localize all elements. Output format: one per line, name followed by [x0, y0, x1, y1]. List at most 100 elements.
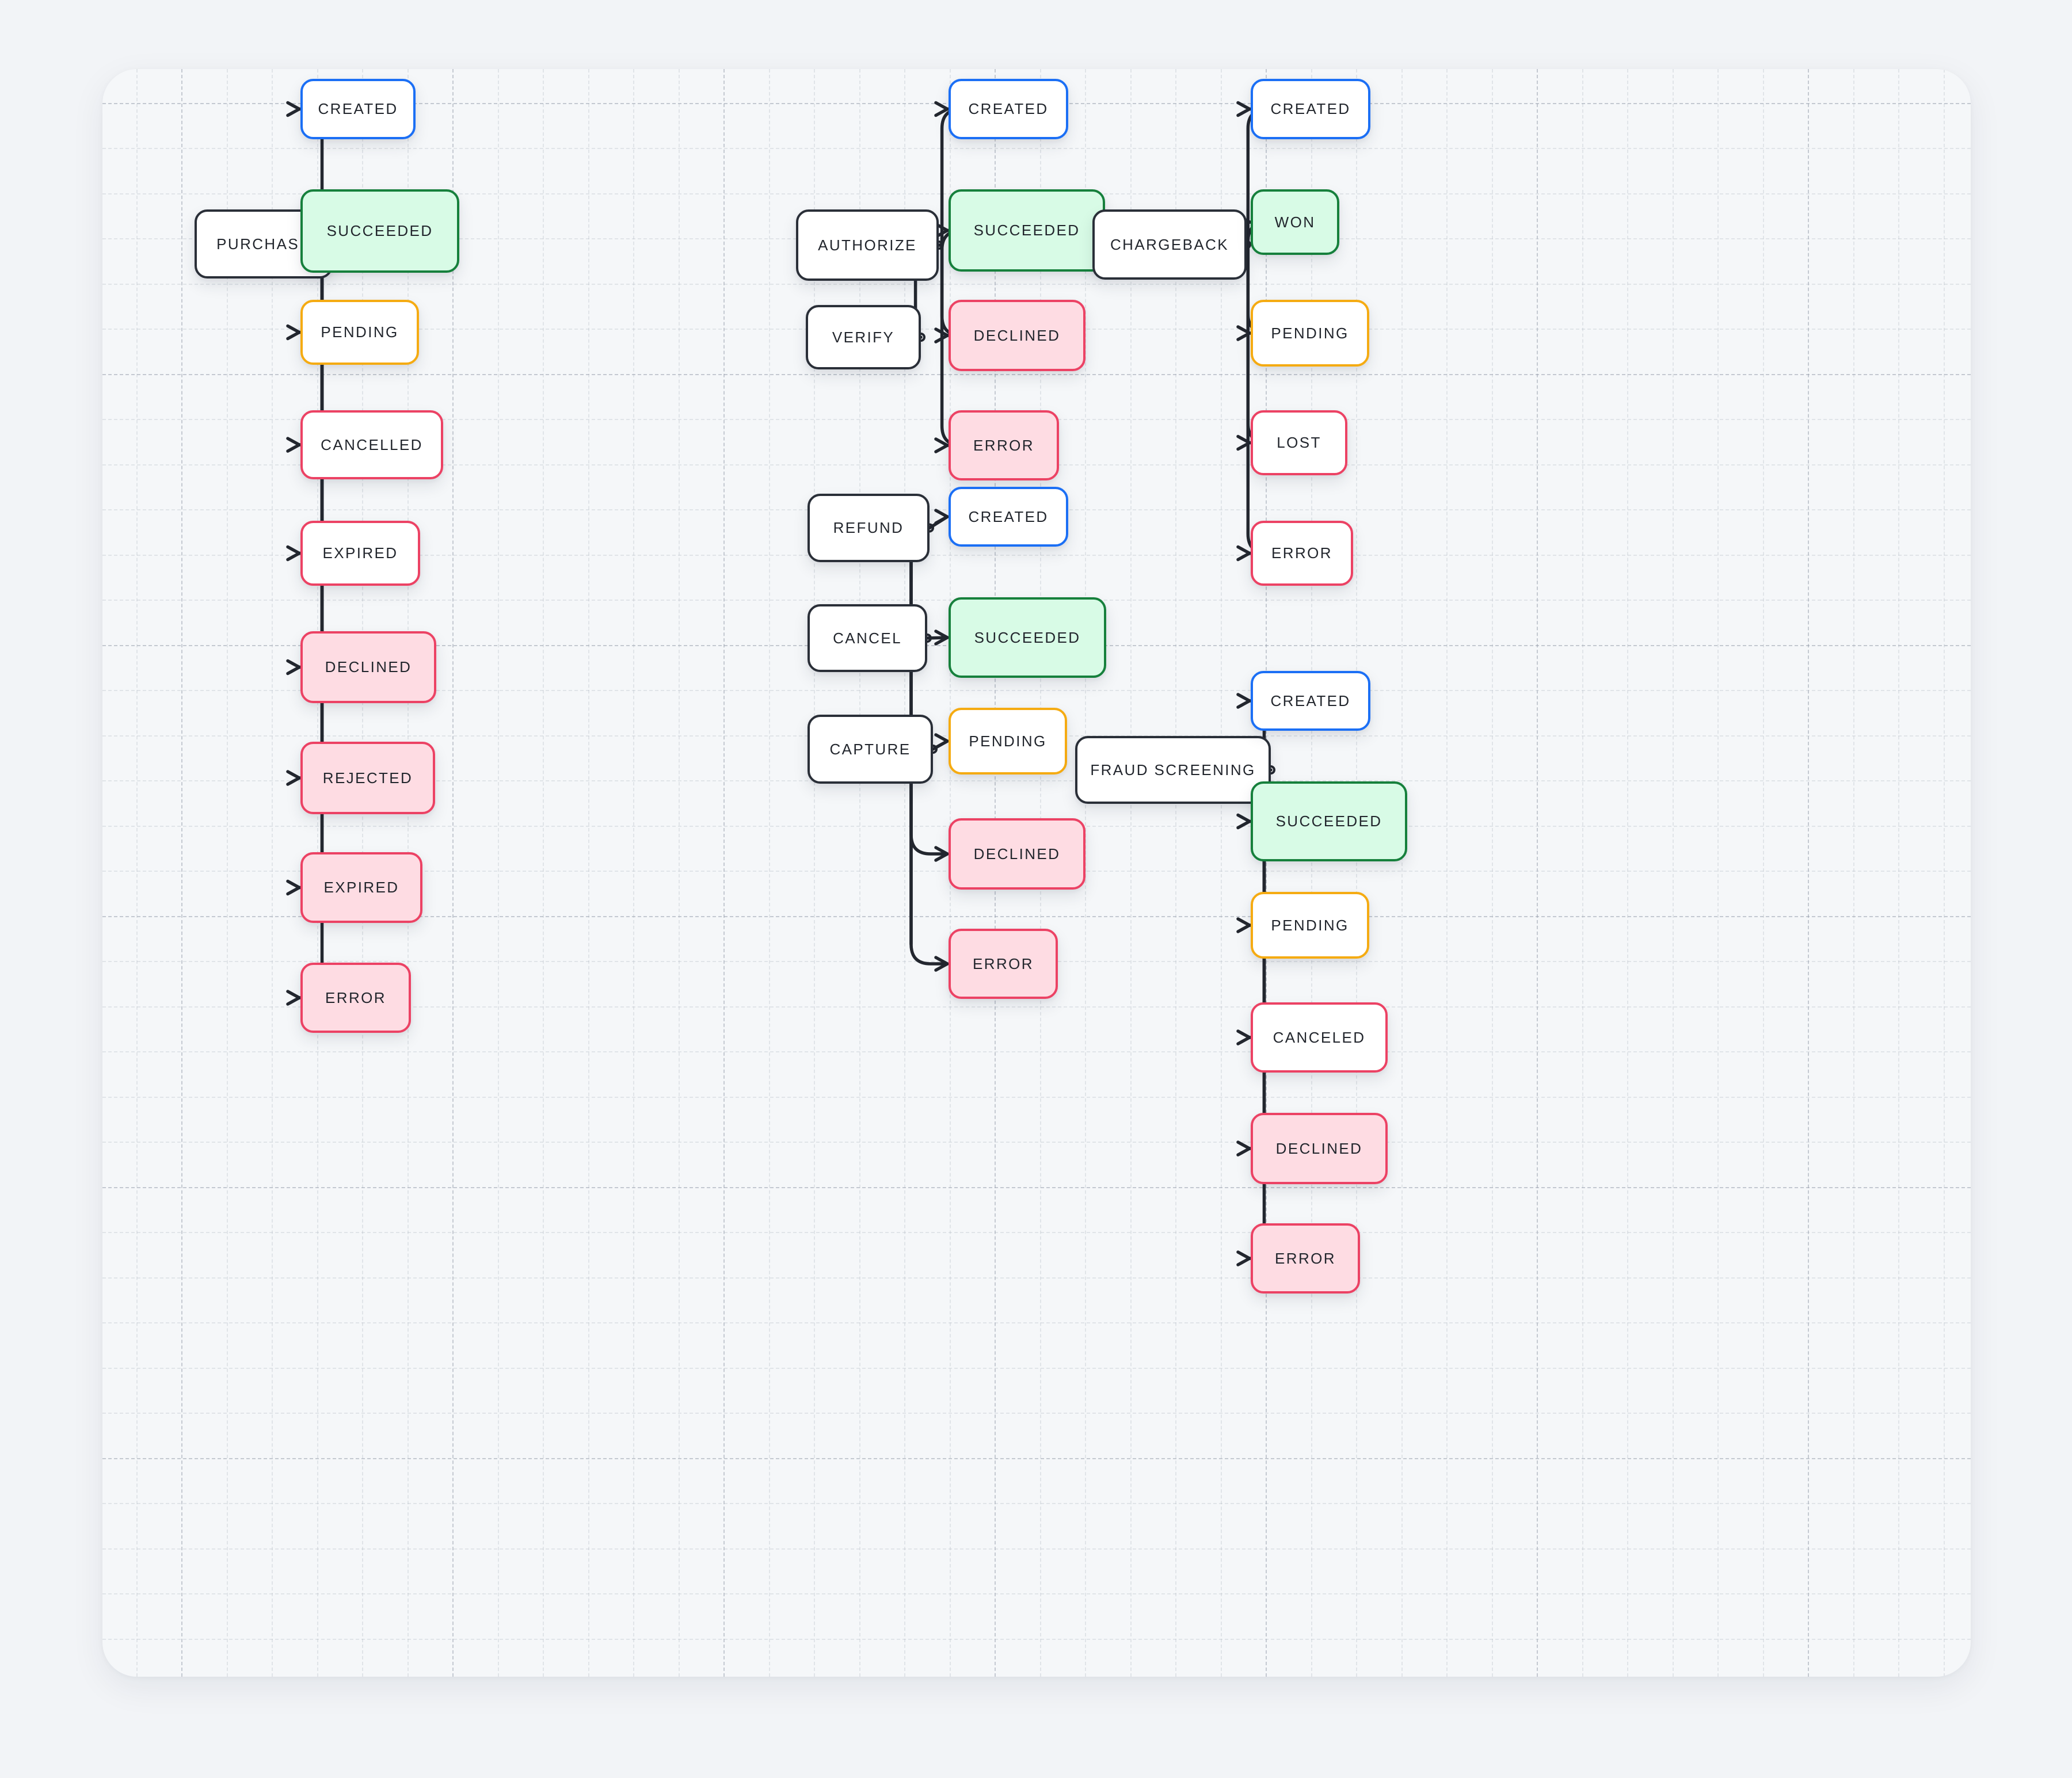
status-node-purchase-rejected-6[interactable]: REJECTED — [300, 742, 435, 814]
status-node-fraud-error-5[interactable]: ERROR — [1251, 1223, 1360, 1294]
grid-line-vertical — [452, 69, 454, 1677]
grid-line-horizontal — [102, 780, 1971, 781]
grid-line-horizontal — [102, 1096, 1971, 1098]
status-node-purchase-expired-4[interactable]: EXPIRED — [300, 521, 420, 586]
arrowhead-fraud-3 — [1236, 1029, 1251, 1046]
action-node-refund-cancel-1[interactable]: CANCEL — [808, 604, 927, 672]
status-node-purchase-declined-5[interactable]: DECLINED — [300, 631, 436, 703]
arrowhead-fraud-4 — [1236, 1140, 1251, 1157]
arrowhead-fraud-1 — [1236, 813, 1251, 830]
status-node-chargeback-pending-2[interactable]: PENDING — [1251, 300, 1369, 367]
status-node-authorize-created-0[interactable]: CREATED — [949, 79, 1068, 139]
grid-line-horizontal — [102, 283, 1971, 285]
status-node-authorize-declined-2[interactable]: DECLINED — [949, 300, 1085, 371]
action-node-authorize-authorize-0[interactable]: AUTHORIZE — [796, 209, 939, 281]
grid-line-vertical — [1311, 69, 1312, 1677]
grid-line-horizontal — [102, 1638, 1971, 1640]
status-node-purchase-expired-7[interactable]: EXPIRED — [300, 852, 422, 923]
grid-line-vertical — [859, 69, 860, 1677]
status-node-purchase-cancelled-3[interactable]: CANCELLED — [300, 410, 443, 479]
status-node-refund-succeeded-1[interactable]: SUCCEEDED — [949, 597, 1106, 678]
grid-line-vertical — [1220, 69, 1222, 1677]
arrowhead-purchase-2 — [286, 324, 301, 341]
status-node-chargeback-created-0[interactable]: CREATED — [1251, 79, 1370, 139]
arrowhead-purchase-6 — [286, 770, 301, 786]
grid-line-vertical — [1491, 69, 1493, 1677]
grid-line-vertical — [588, 69, 589, 1677]
grid-line-vertical — [543, 69, 544, 1677]
arrowhead-refund-4 — [934, 956, 949, 972]
status-node-fraud-created-0[interactable]: CREATED — [1251, 671, 1370, 731]
grid-line-horizontal — [102, 690, 1971, 691]
grid-line-horizontal — [102, 1413, 1971, 1414]
edge-chargeback-4 — [1246, 243, 1270, 555]
grid-line-horizontal — [102, 1322, 1971, 1323]
status-node-chargeback-error-4[interactable]: ERROR — [1251, 521, 1353, 586]
grid-line-horizontal — [102, 1232, 1971, 1233]
status-node-fraud-succeeded-1[interactable]: SUCCEEDED — [1251, 781, 1407, 861]
status-node-refund-declined-3[interactable]: DECLINED — [949, 818, 1085, 890]
arrowhead-purchase-3 — [286, 437, 301, 453]
status-node-authorize-error-3[interactable]: ERROR — [949, 410, 1059, 480]
status-node-purchase-succeeded-1[interactable]: SUCCEEDED — [300, 189, 459, 273]
grid-line-vertical — [1672, 69, 1674, 1677]
grid-line-horizontal — [102, 915, 1971, 917]
arrowhead-authorize-3 — [934, 437, 949, 453]
status-node-refund-pending-2[interactable]: PENDING — [949, 708, 1067, 774]
arrowhead-purchase-8 — [286, 990, 301, 1006]
grid-line-horizontal — [102, 1593, 1971, 1594]
arrowhead-authorize-2 — [934, 327, 949, 344]
action-node-refund-refund-0[interactable]: REFUND — [808, 494, 930, 562]
status-node-fraud-canceled-3[interactable]: CANCELED — [1251, 1002, 1388, 1073]
arrowhead-purchase-5 — [286, 659, 301, 676]
status-node-chargeback-won-1[interactable]: WON — [1251, 189, 1339, 255]
grid-line-horizontal — [102, 1277, 1971, 1279]
grid-line-vertical — [1853, 69, 1854, 1677]
action-node-authorize-verify-1[interactable]: VERIFY — [806, 305, 921, 369]
arrowhead-purchase-7 — [286, 879, 301, 896]
edge-refund-3 — [909, 526, 949, 856]
grid-line-vertical — [1762, 69, 1764, 1677]
arrowhead-refund-src-0 — [934, 509, 949, 525]
status-node-fraud-declined-4[interactable]: DECLINED — [1251, 1113, 1388, 1184]
grid-line-vertical — [1537, 69, 1538, 1677]
grid-line-vertical — [1266, 69, 1267, 1677]
grid-line-horizontal — [102, 1186, 1971, 1188]
grid-line-vertical — [226, 69, 228, 1677]
status-node-refund-created-0[interactable]: CREATED — [949, 487, 1068, 547]
grid-line-vertical — [1130, 69, 1132, 1677]
grid-line-vertical — [181, 69, 182, 1677]
arrowhead-authorize-0 — [934, 101, 949, 117]
grid-line-horizontal — [102, 554, 1971, 556]
arrowhead-fraud-0 — [1236, 693, 1251, 709]
status-node-authorize-succeeded-1[interactable]: SUCCEEDED — [949, 189, 1105, 272]
grid-line-vertical — [633, 69, 634, 1677]
status-node-refund-error-4[interactable]: ERROR — [949, 929, 1058, 999]
action-node-chargeback-chargeback-0[interactable]: CHARGEBACK — [1092, 209, 1247, 280]
grid-line-horizontal — [102, 1006, 1971, 1008]
grid-line-vertical — [814, 69, 815, 1677]
action-node-refund-capture-2[interactable]: CAPTURE — [808, 715, 933, 784]
grid-line-vertical — [1717, 69, 1719, 1677]
status-node-fraud-pending-2[interactable]: PENDING — [1251, 892, 1369, 959]
status-node-chargeback-lost-3[interactable]: LOST — [1251, 410, 1347, 475]
grid-line-vertical — [136, 69, 138, 1677]
grid-line-vertical — [723, 69, 725, 1677]
status-node-purchase-created-0[interactable]: CREATED — [300, 79, 416, 139]
grid-line-horizontal — [102, 373, 1971, 375]
arrowhead-chargeback-0 — [1236, 101, 1251, 117]
arrowhead-fraud-2 — [1236, 917, 1251, 933]
arrowhead-purchase-4 — [286, 545, 301, 562]
arrowhead-fraud-5 — [1236, 1250, 1251, 1266]
status-node-purchase-error-8[interactable]: ERROR — [300, 963, 411, 1033]
grid-line-vertical — [1446, 69, 1448, 1677]
grid-line-horizontal — [102, 1548, 1971, 1550]
arrowhead-authorize-1 — [934, 222, 949, 239]
arrowhead-refund-3 — [934, 846, 949, 862]
grid-line-horizontal — [102, 1051, 1971, 1052]
status-node-purchase-pending-2[interactable]: PENDING — [300, 300, 419, 365]
grid-line-horizontal — [102, 1142, 1971, 1143]
action-node-fraud-fraud-screening-0[interactable]: FRAUD SCREENING — [1075, 736, 1271, 804]
arrowhead-refund-src-2 — [934, 733, 949, 749]
